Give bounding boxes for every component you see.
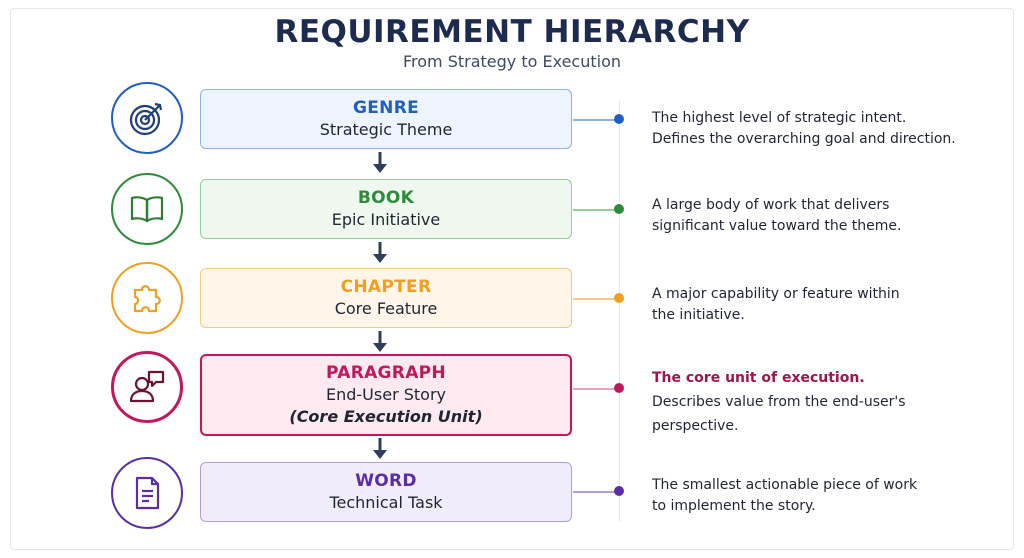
level-box-chapter: CHAPTER Core Feature: [200, 268, 572, 328]
level-subtitle: Core Feature: [334, 299, 438, 318]
level-name: CHAPTER: [340, 277, 432, 297]
puzzle-icon: [111, 262, 183, 334]
connector-line: [573, 209, 618, 211]
book-icon: [111, 173, 183, 245]
down-arrow-icon: [371, 330, 389, 354]
timeline-line: [619, 100, 620, 522]
level-box-paragraph: PARAGRAPH End-User Story (Core Execution…: [200, 354, 572, 436]
connector-line: [573, 119, 618, 121]
down-arrow-icon: [371, 241, 389, 265]
description-emphasis: The core unit of execution.: [652, 370, 865, 386]
down-arrow-icon: [371, 437, 389, 461]
diagram-frame: [10, 8, 1014, 550]
level-description: The smallest actionable piece of work to…: [652, 477, 918, 514]
timeline-dot: [614, 383, 624, 393]
timeline-dot: [614, 114, 624, 124]
level-description: A major capability or feature within the…: [652, 286, 900, 323]
timeline-dot: [614, 293, 624, 303]
level-name: BOOK: [357, 188, 415, 208]
level-name: WORD: [355, 471, 417, 491]
connector-line: [573, 491, 618, 493]
timeline-dot: [614, 486, 624, 496]
level-note: (Core Execution Unit): [289, 407, 483, 426]
level-subtitle: End-User Story: [326, 385, 446, 404]
level-name: GENRE: [353, 98, 419, 118]
timeline-dot: [614, 204, 624, 214]
user-chat-icon: [111, 351, 183, 423]
level-name: PARAGRAPH: [326, 363, 446, 383]
level-description: The highest level of strategic intent. D…: [652, 110, 956, 147]
level-box-book: BOOK Epic Initiative: [200, 179, 572, 239]
page-title: REQUIREMENT HIERARCHY: [274, 14, 750, 50]
level-description: A large body of work that delivers signi…: [652, 197, 902, 234]
level-description: The core unit of execution. Describes va…: [652, 366, 982, 438]
level-box-genre: GENRE Strategic Theme: [200, 89, 572, 149]
down-arrow-icon: [371, 151, 389, 175]
target-icon: [111, 82, 183, 154]
level-box-word: WORD Technical Task: [200, 462, 572, 522]
level-subtitle: Epic Initiative: [331, 210, 441, 229]
connector-line: [573, 388, 618, 390]
level-subtitle: Strategic Theme: [319, 120, 453, 139]
document-icon: [111, 457, 183, 529]
level-subtitle: Technical Task: [329, 493, 443, 512]
page-subtitle: From Strategy to Execution: [402, 52, 622, 71]
connector-line: [573, 298, 618, 300]
